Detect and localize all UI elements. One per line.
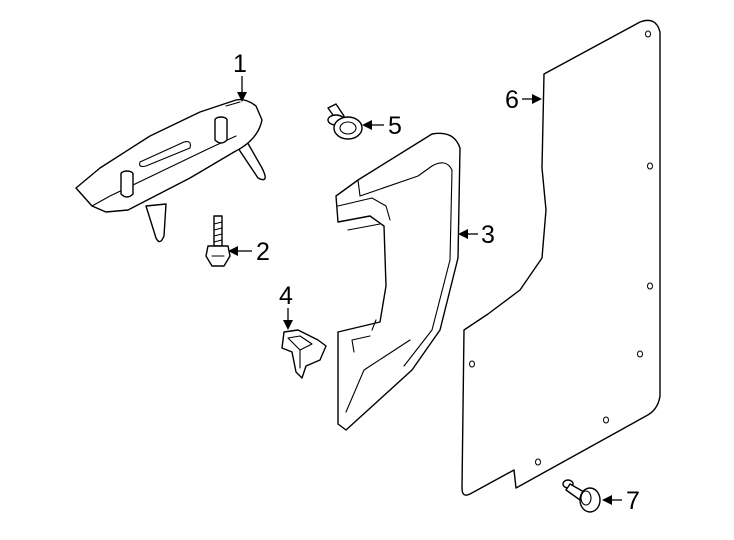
arrowhead-4 xyxy=(283,320,293,330)
arrowhead-7 xyxy=(602,495,612,505)
leader-7 xyxy=(602,495,622,505)
part-5-push-pin xyxy=(327,103,363,140)
part-1-bracket xyxy=(75,98,266,243)
part-6-liner xyxy=(461,19,661,496)
callout-5: 5 xyxy=(388,112,402,140)
callout-2: 2 xyxy=(256,238,270,266)
arrowhead-1 xyxy=(237,92,247,102)
callout-3: 3 xyxy=(481,221,495,249)
callout-1: 1 xyxy=(233,50,247,78)
arrowhead-5 xyxy=(362,120,372,130)
arrowhead-2 xyxy=(228,246,238,256)
part-4-clip xyxy=(281,329,327,379)
leader-2 xyxy=(228,246,252,256)
leader-3 xyxy=(458,229,478,239)
callout-6: 6 xyxy=(505,86,519,114)
arrowhead-6 xyxy=(532,94,542,104)
callout-7: 7 xyxy=(626,487,640,515)
leader-6 xyxy=(522,94,542,104)
part-7-push-pin xyxy=(562,479,601,513)
callout-4: 4 xyxy=(279,282,293,310)
part-2-bolt xyxy=(205,215,231,267)
leader-5 xyxy=(362,120,384,130)
leader-4 xyxy=(283,308,293,330)
part-3-trim-panel xyxy=(335,132,461,431)
leader-1 xyxy=(237,76,247,102)
arrowhead-3 xyxy=(458,229,468,239)
